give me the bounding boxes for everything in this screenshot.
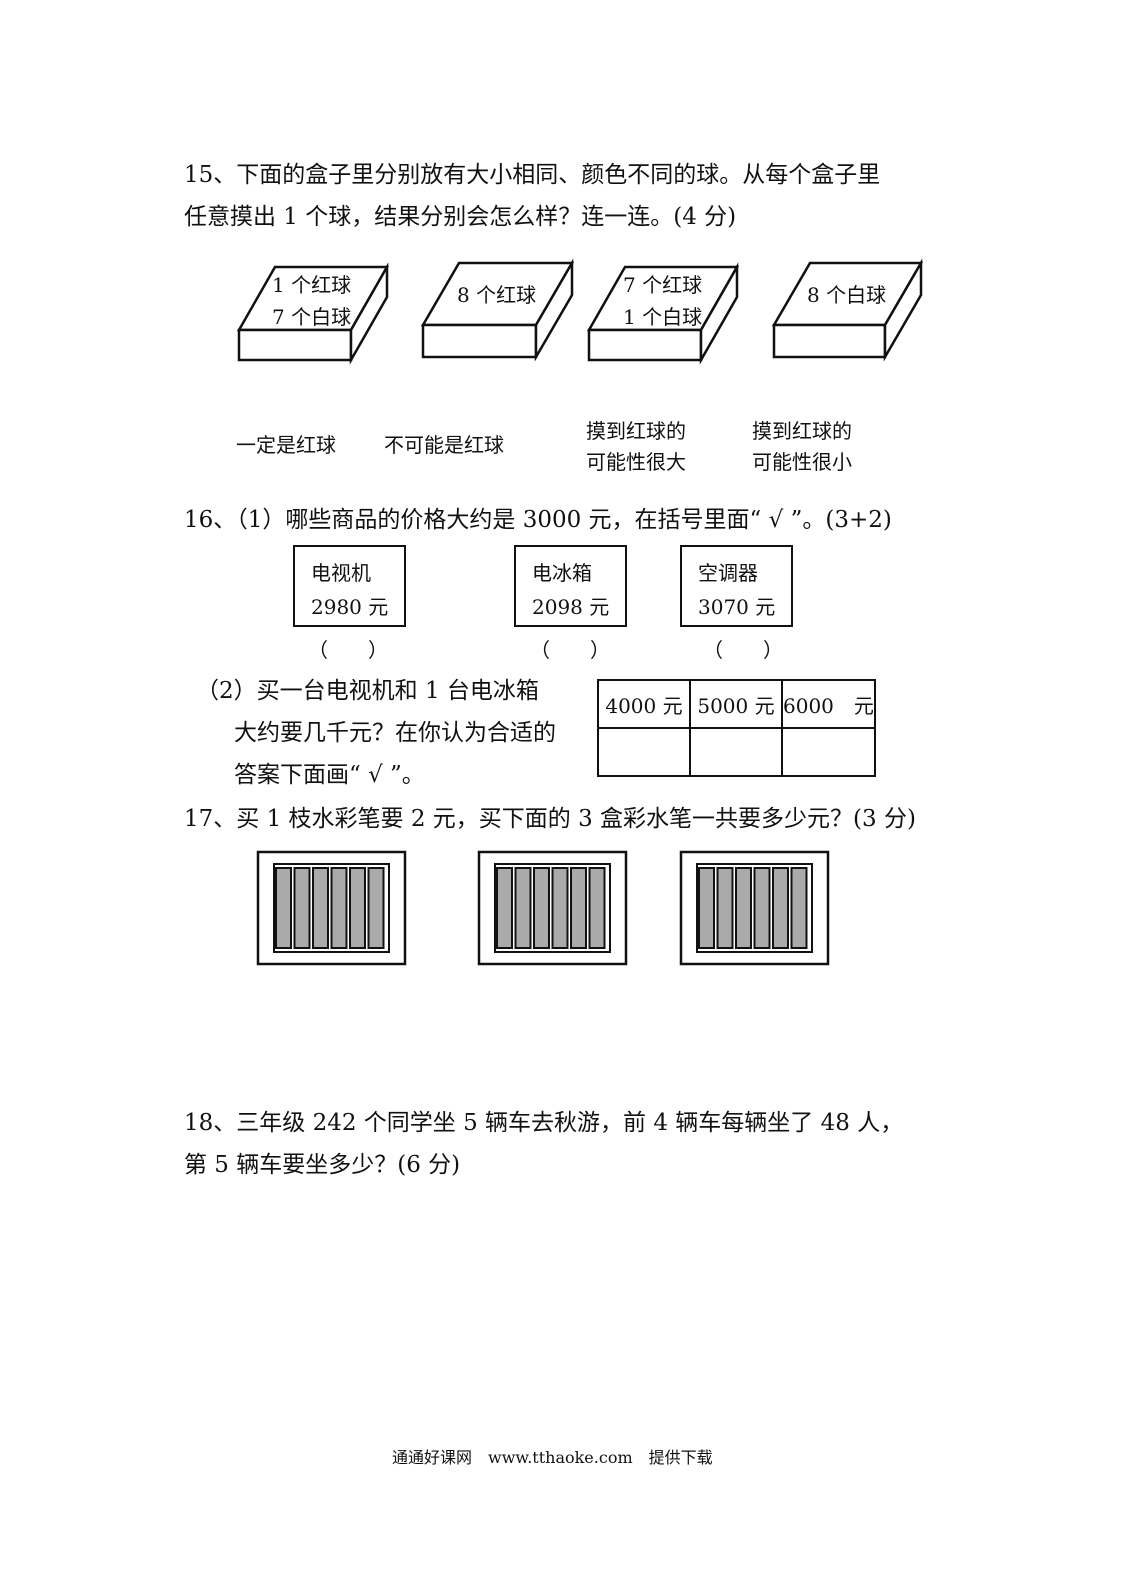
option-unlikely-red-line1: 摸到红球的 <box>752 419 852 443</box>
answer-option-6000: 6000 元 <box>781 679 876 729</box>
ball-box-3-line2: 1 个白球 <box>623 305 703 329</box>
pen-icon <box>275 867 292 949</box>
product-box-ac: 空调器 3070 元 <box>680 545 793 627</box>
answer-cell-5000[interactable] <box>689 727 783 777</box>
q18-line1: 18、三年级 242 个同学坐 5 辆车去秋游，前 4 辆车每辆坐了 48 人， <box>184 1110 904 1136</box>
pen-icon <box>551 867 569 949</box>
ball-box-4-line1: 8 个白球 <box>807 283 887 307</box>
q16-part2-line1: （2）买一台电视机和 1 台电冰箱 <box>196 678 539 704</box>
ball-box-2-line1: 8 个红球 <box>457 283 537 307</box>
option-certain-red: 一定是红球 <box>236 433 336 457</box>
answer-option-5000: 5000 元 <box>689 679 783 729</box>
ball-box-1-line2: 7 个白球 <box>272 305 352 329</box>
product-price: 3070 元 <box>698 595 776 619</box>
pen-icon <box>312 867 329 949</box>
answer-cell-6000[interactable] <box>781 727 876 777</box>
pen-icon <box>735 867 752 949</box>
answer-paren-tv[interactable]: （ ） <box>308 638 388 662</box>
option-unlikely-red-line2: 可能性很小 <box>752 450 852 474</box>
pen-icon <box>533 867 550 949</box>
q17-line1: 17、买 1 枝水彩笔要 2 元，买下面的 3 盒彩水笔一共要多少元？(3 分) <box>184 806 916 832</box>
pen-icon <box>330 867 348 949</box>
pen-icon <box>588 867 606 949</box>
pen-icon <box>367 867 385 949</box>
pen-boxes-drawing <box>256 850 830 966</box>
ball-box-1-line1: 1 个红球 <box>272 273 352 297</box>
product-name: 电冰箱 <box>532 561 592 585</box>
answer-cell-4000[interactable] <box>597 727 691 777</box>
pen-icon <box>753 867 771 949</box>
option-likely-red-line1: 摸到红球的 <box>586 419 686 443</box>
q18-line2: 第 5 辆车要坐多少？(6 分) <box>184 1152 461 1178</box>
answer-paren-fridge[interactable]: （ ） <box>530 638 610 662</box>
q15-boxes-drawing <box>236 258 924 365</box>
product-box-fridge: 电冰箱 2098 元 <box>514 545 627 627</box>
option-impossible-red: 不可能是红球 <box>384 433 504 457</box>
pen-icon <box>349 867 366 949</box>
pen-icon <box>570 867 587 949</box>
ball-box-4 <box>771 258 924 362</box>
footer-text: 通通好课网 www.tthaoke.com 提供下载 <box>392 1448 713 1467</box>
ball-box-3 <box>586 262 740 365</box>
product-price: 2098 元 <box>532 595 610 619</box>
q16-part2-line3: 答案下面画“ √ ”。 <box>234 762 425 788</box>
option-likely-red-line2: 可能性很大 <box>586 450 686 474</box>
product-box-tv: 电视机 2980 元 <box>293 545 406 627</box>
pen-icon <box>514 867 532 949</box>
q15-line2: 任意摸出 1 个球，结果分别会怎么样？连一连。(4 分) <box>184 204 737 230</box>
ball-box-2 <box>420 258 575 362</box>
product-name: 空调器 <box>698 561 758 585</box>
pen-icon <box>716 867 734 949</box>
pen-icon <box>496 867 513 949</box>
ball-box-3-line1: 7 个红球 <box>623 273 703 297</box>
ball-box-1 <box>236 262 390 365</box>
pen-icon <box>772 867 789 949</box>
pen-icon <box>790 867 808 949</box>
pen-icon <box>698 867 715 949</box>
product-name: 电视机 <box>311 561 371 585</box>
pen-icon <box>293 867 311 949</box>
answer-table: 4000 元 5000 元 6000 元 <box>597 679 876 777</box>
q16-line1: 16、（1）哪些商品的价格大约是 3000 元，在括号里面“ √ ”。(3+2) <box>184 507 892 533</box>
q15-line1: 15、下面的盒子里分别放有大小相同、颜色不同的球。从每个盒子里 <box>184 162 881 188</box>
q16-part2-line2: 大约要几千元？在你认为合适的 <box>234 720 556 746</box>
answer-paren-ac[interactable]: （ ） <box>703 638 783 662</box>
product-price: 2980 元 <box>311 595 389 619</box>
answer-option-4000: 4000 元 <box>597 679 691 729</box>
